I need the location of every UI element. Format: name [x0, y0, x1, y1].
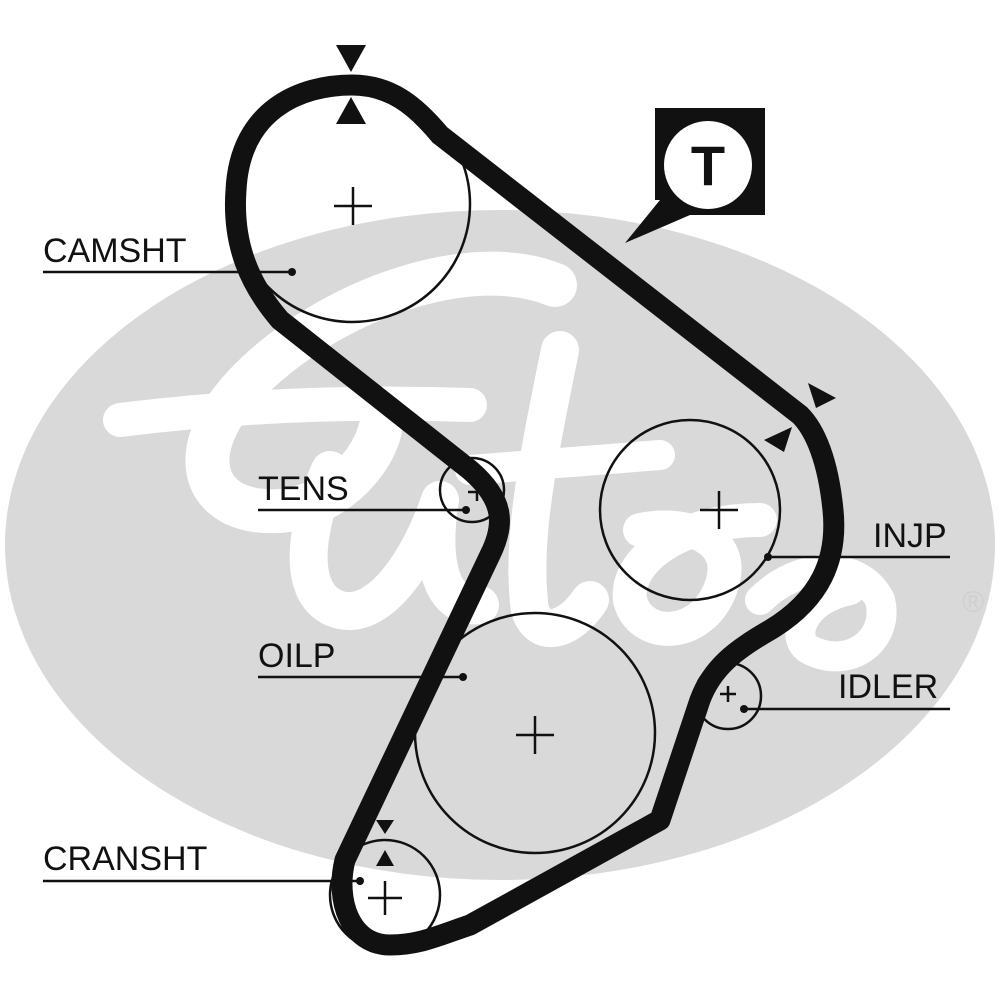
crankshaft-pulley [328, 838, 442, 952]
camshaft-center-icon [334, 187, 372, 225]
idler-callout: IDLER [740, 668, 950, 713]
oil-pump-callout: OILP [258, 637, 467, 681]
camshaft-leader-dot [288, 268, 296, 276]
tensioner-label: TENS [258, 470, 349, 508]
injection-pump-center-icon [700, 491, 738, 529]
injection-pump-label: INJP [873, 517, 947, 555]
crankshaft-callout: CRANSHT [43, 840, 364, 885]
injection-pump-callout: INJP [764, 517, 950, 561]
injection-pump-timing-mark-inner-icon [764, 427, 792, 452]
tension-badge-circle [664, 121, 752, 209]
tensioner-center-icon [468, 483, 486, 501]
camshaft-pulley-circle [232, 84, 472, 324]
oil-pump-center-icon [516, 716, 554, 754]
crankshaft-timing-mark-top-icon [376, 820, 394, 834]
idler-pulley [693, 661, 763, 731]
oil-pump-leader-dot [459, 673, 467, 681]
idler-center-icon [720, 686, 736, 702]
crankshaft-timing-mark-bottom-icon [376, 850, 394, 866]
camshaft-timing-mark-bottom-icon [336, 97, 366, 124]
tensioner-pulley [438, 456, 506, 524]
crankshaft-center-icon [368, 881, 402, 915]
timing-marks [336, 45, 836, 866]
injection-pump-leader-dot [764, 553, 772, 561]
camshaft-callout: CAMSHT [43, 232, 296, 276]
tensioner-callout: TENS [258, 470, 470, 514]
idler-label: IDLER [838, 668, 938, 706]
watermark-script [103, 251, 897, 672]
injection-pump-pulley-circle [598, 418, 782, 602]
crankshaft-label: CRANSHT [43, 840, 207, 878]
tensioner-leader-dot [462, 506, 470, 514]
idler-pulley-circle [693, 661, 763, 731]
crankshaft-pulley-circle [328, 838, 442, 952]
camshaft-timing-mark-top-icon [336, 45, 366, 72]
tensioner-pulley-circle [438, 456, 506, 524]
crankshaft-leader-dot [356, 877, 364, 885]
camshaft-pulley [232, 84, 472, 324]
idler-leader-dot [740, 705, 748, 713]
injection-pump-timing-mark-outer-icon [808, 383, 836, 408]
camshaft-label: CAMSHT [43, 232, 187, 270]
pulleys [232, 84, 782, 952]
registered-mark-icon: ® [962, 586, 984, 619]
injection-pump-pulley [598, 418, 782, 602]
oil-pump-label: OILP [258, 637, 335, 675]
tension-badge: T [625, 108, 765, 243]
oil-pump-pulley [413, 611, 657, 855]
tension-badge-letter: T [691, 134, 725, 197]
oil-pump-pulley-circle [413, 611, 657, 855]
